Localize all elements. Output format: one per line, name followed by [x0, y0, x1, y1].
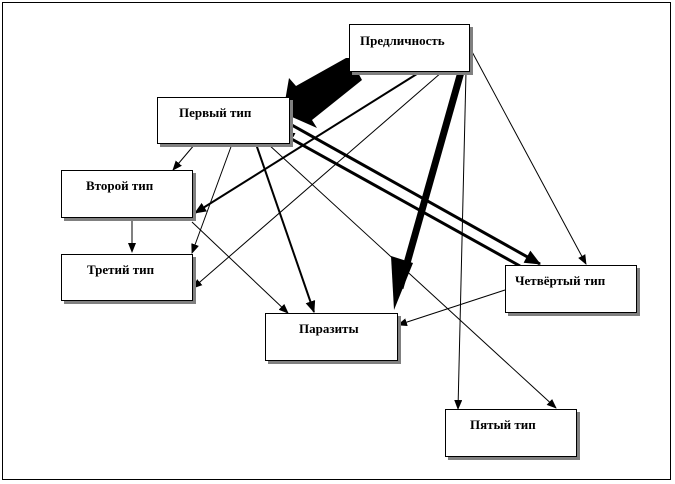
node-predlichnost-label: Предличность: [360, 33, 445, 48]
node-parasites-label: Паразиты: [299, 321, 359, 336]
edge-predlichnost-fifth: [454, 71, 467, 410]
edge-predlichnost-fourth: [469, 47, 587, 265]
edge-fourth-first: [278, 130, 521, 268]
edge-first-third: [191, 143, 233, 254]
edge-predlichnost-second: [194, 71, 421, 214]
node-second-type: Второй тип: [61, 170, 193, 218]
node-parasites: Паразиты: [265, 313, 398, 361]
node-first-type: Первый тип: [157, 97, 290, 144]
node-fifth-type-label: Пятый тип: [470, 417, 536, 432]
node-predlichnost: Предличность: [349, 24, 470, 72]
edge-fourth-parasites: [397, 289, 506, 327]
diagram-frame: [2, 2, 671, 480]
node-third-type-label: Третий тип: [87, 262, 155, 277]
edge-predlichnost-first: [283, 58, 362, 128]
node-fourth-type: Четвёртый тип: [505, 265, 637, 313]
node-fourth-type-label: Четвёртый тип: [515, 273, 606, 288]
edge-first-fourth: [289, 122, 541, 266]
edge-first-second: [172, 143, 196, 171]
edge-predlichnost-third: [192, 71, 443, 289]
edge-first-fifth: [267, 143, 557, 409]
node-third-type: Третий тип: [61, 254, 193, 301]
node-first-type-label: Первый тип: [179, 105, 252, 120]
node-second-type-label: Второй тип: [86, 178, 154, 193]
edge-second-parasites: [191, 221, 289, 314]
edge-first-parasites: [255, 143, 316, 313]
edge-predlichnost-parasites-head: [391, 256, 413, 310]
edge-predlichnost-parasites: [396, 71, 465, 289]
node-fifth-type: Пятый тип: [445, 409, 577, 457]
